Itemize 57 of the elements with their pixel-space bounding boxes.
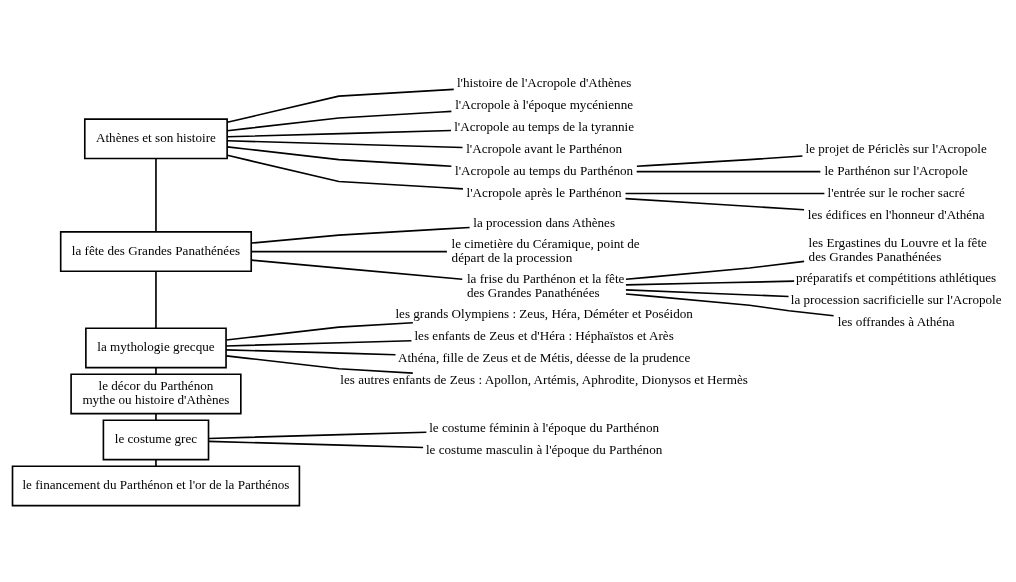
node-box: le financement du Parthénon et l'or de la Parthénos — [11, 465, 301, 507]
connector — [635, 170, 822, 173]
node-text: l'entrée sur le rocher sacré — [827, 184, 965, 200]
node-text: l'Acropole au temps de la tyrannie — [454, 119, 635, 135]
connector — [155, 158, 157, 233]
connector — [225, 321, 414, 341]
connector — [625, 260, 805, 281]
node-text: la procession sacrificielle sur l'Acropole — [790, 292, 1002, 308]
node-text: les enfants de Zeus et d'Héra : Héphaïstos et Arès — [414, 328, 674, 344]
connector — [250, 226, 471, 244]
connector — [250, 250, 448, 253]
connector — [155, 412, 157, 421]
connector — [636, 155, 804, 168]
connector — [226, 139, 464, 149]
node-text: Athéna, fille de Zeus et de Métis, déesse de la prudence — [397, 350, 691, 366]
node-box: la fête des Grandes Panathénées — [59, 231, 253, 273]
node-box: la mythologie grecque — [85, 327, 227, 369]
node-box: le décor du Parthénon mythe ou histoire d'Athènes — [70, 373, 242, 415]
connector — [225, 355, 414, 374]
connector — [226, 146, 453, 168]
node-text: la procession dans Athènes — [473, 214, 616, 230]
connector — [226, 88, 455, 124]
node-text: le Parthénon sur l'Acropole — [824, 163, 968, 179]
connector — [250, 259, 464, 281]
connector — [625, 293, 835, 317]
connector — [155, 270, 157, 329]
connector — [226, 129, 452, 138]
node-text: l'Acropole avant le Parthénon — [466, 141, 623, 157]
connector — [226, 110, 453, 132]
node-text: les autres enfants de Zeus : Apollon, Artémis, Aphrodite, Dionysos et Hermès — [340, 372, 748, 388]
node-text: les Ergastines du Louvre et la fête des Grandes Panathénées — [808, 234, 987, 264]
node-text: les grands Olympiens : Zeus, Héra, Déméter et Poséidon — [395, 306, 693, 322]
node-text: le costume masculin à l'époque du Parthénon — [425, 442, 663, 458]
node-text: l'histoire de l'Acropole d'Athènes — [456, 75, 632, 91]
node-text: le costume féminin à l'époque du Parthénon — [429, 420, 660, 436]
connector — [155, 367, 157, 375]
node-text: l'Acropole à l'époque mycénienne — [455, 97, 634, 113]
node-text: la frise du Parthénon et la fête des Grandes Panathénées — [466, 270, 625, 301]
node-box: Athènes et son histoire — [83, 118, 228, 160]
node-text: l'Acropole après le Parthénon — [466, 184, 622, 200]
connector — [225, 339, 413, 347]
connector — [624, 192, 826, 195]
connector — [207, 431, 428, 440]
connector — [225, 349, 397, 356]
connector — [625, 280, 795, 286]
connector — [207, 440, 424, 449]
connector — [624, 197, 805, 211]
node-text: les édifices en l'honneur d'Athéna — [807, 206, 985, 222]
node-text: les offrandes à Athéna — [837, 314, 955, 330]
connector — [155, 458, 157, 467]
node-text: préparatifs et compétitions athlétiques — [796, 270, 997, 286]
node-text: le cimetière du Céramique, point de départ de la procession — [451, 235, 640, 266]
connector — [625, 289, 790, 298]
connector — [226, 154, 464, 190]
node-text: le projet de Périclès sur l'Acropole — [805, 141, 987, 157]
node-text: l'Acropole au temps du Parthénon — [455, 163, 634, 179]
node-box: le costume grec — [102, 419, 210, 461]
